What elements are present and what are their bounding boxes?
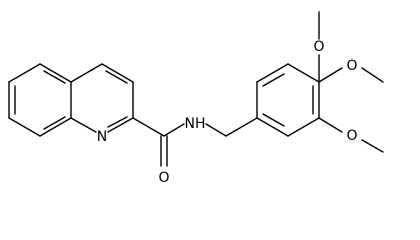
bond	[39, 63, 72, 83]
bond	[70, 63, 103, 83]
bond	[8, 63, 41, 83]
trimethoxyphenyl-ring	[256, 63, 320, 137]
bond	[225, 117, 258, 137]
atom-labels: N NH O O O O	[97, 39, 358, 186]
structure-canvas: N NH O O O O	[8, 11, 384, 186]
bond	[163, 123, 185, 137]
bond	[101, 63, 134, 83]
bond	[107, 117, 134, 133]
bond	[361, 139, 384, 153]
bond	[318, 67, 343, 83]
double-bond-inner	[262, 73, 285, 87]
bond	[132, 117, 165, 137]
double-bond-inner	[43, 70, 66, 84]
bond	[256, 117, 289, 137]
bond	[205, 123, 227, 137]
bond	[287, 63, 320, 83]
bond	[287, 117, 320, 137]
bond	[318, 117, 343, 133]
bond	[361, 67, 384, 83]
double-bond-inner	[262, 113, 285, 127]
amide-linkage	[132, 117, 258, 167]
amide-nh-label: NH	[185, 116, 206, 132]
pyridine-ring	[70, 63, 134, 133]
benzo-ring	[8, 63, 72, 137]
double-bond-inner	[107, 116, 128, 128]
bond	[8, 117, 41, 137]
double-bond-inner	[105, 70, 128, 84]
ring-nitrogen-label: N	[97, 129, 107, 145]
bond	[70, 117, 97, 133]
methoxy-oxygen-top-label: O	[313, 39, 324, 55]
double-bond-inner	[43, 116, 66, 130]
methoxy-groups	[318, 11, 384, 153]
methoxy-oxygen-bottom-label: O	[346, 128, 357, 144]
molecule-drawing: N NH O O O O	[8, 11, 384, 186]
bond	[256, 63, 289, 83]
methoxy-oxygen-para-label: O	[346, 58, 357, 74]
bond	[39, 117, 72, 137]
carbonyl-oxygen-label: O	[158, 170, 169, 186]
